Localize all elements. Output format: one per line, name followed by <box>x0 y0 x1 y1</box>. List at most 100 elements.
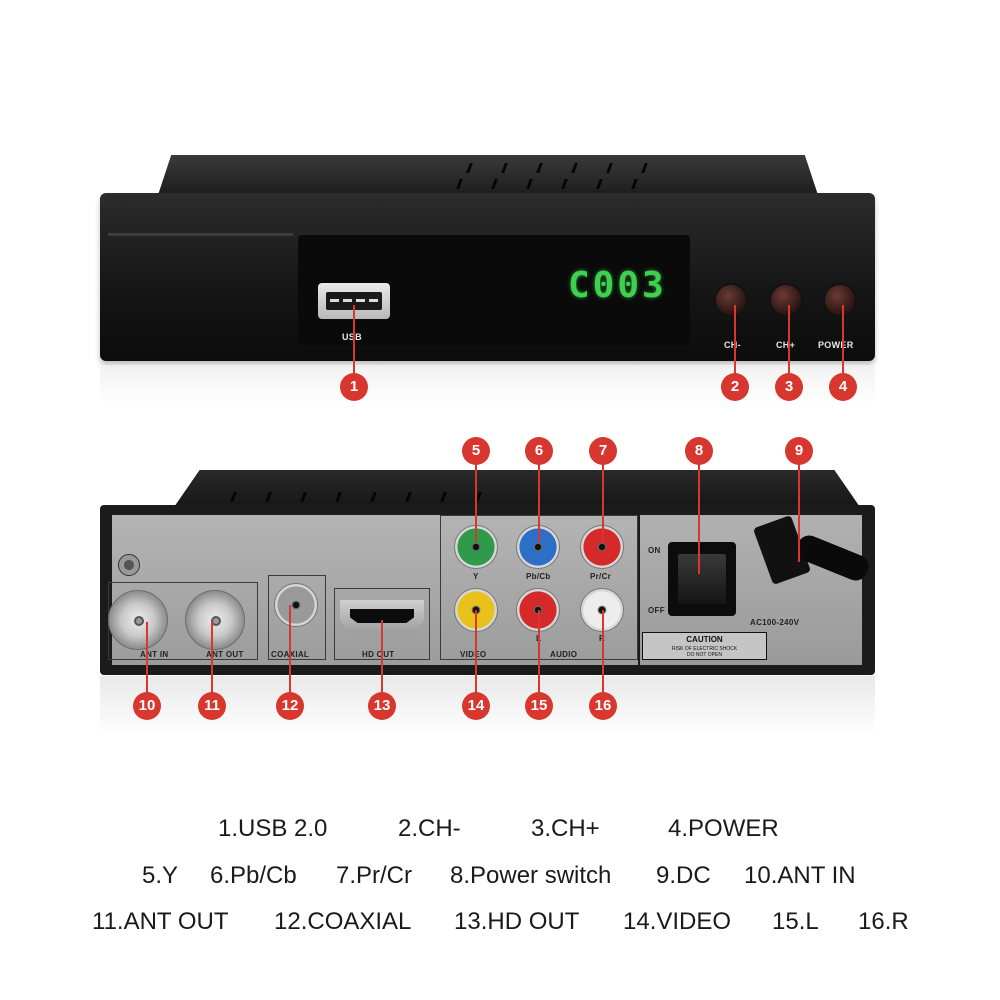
badge-7: 7 <box>589 437 617 465</box>
vent-slot <box>596 179 603 189</box>
badge-14: 14 <box>462 692 490 720</box>
vent-slot <box>456 179 463 189</box>
coaxial-connector[interactable] <box>274 583 318 627</box>
leader-line <box>842 305 844 375</box>
vent-slot <box>571 163 578 173</box>
vent-slot <box>491 179 498 189</box>
badge-6: 6 <box>525 437 553 465</box>
r-label: R <box>599 634 605 643</box>
leader-line <box>602 610 604 694</box>
legend-item: 9.DC <box>656 862 711 889</box>
legend-item: 6.Pb/Cb <box>210 862 297 889</box>
vent-slot <box>501 163 508 173</box>
usb-contact <box>330 299 339 302</box>
badge-11: 11 <box>198 692 226 720</box>
ch-plus-button[interactable] <box>769 283 803 317</box>
vent-slot <box>335 492 342 502</box>
legend-row-2: 5.Y 6.Pb/Cb 7.Pr/Cr 8.Power switch 9.DC … <box>0 862 1000 892</box>
leader-line <box>475 462 477 542</box>
vent-slot <box>536 163 543 173</box>
vent-slot <box>606 163 613 173</box>
leader-line <box>698 462 700 574</box>
ant-out-connector[interactable] <box>185 590 245 650</box>
front-top-cover <box>158 155 818 195</box>
vent-slot <box>230 492 237 502</box>
caution-line1: RISK OF ELECTRIC SHOCK <box>671 646 738 652</box>
leader-line <box>289 605 291 694</box>
front-window: USB C003 <box>298 235 690 345</box>
legend-row-1: 1.USB 2.0 2.CH- 3.CH+ 4.POWER <box>0 815 1000 845</box>
coaxial-frame <box>268 575 326 660</box>
vent-slot <box>405 492 412 502</box>
vent-slot <box>526 179 533 189</box>
ant-out-label: ANT OUT <box>206 650 244 659</box>
legend-item: 12.COAXIAL <box>274 908 412 935</box>
front-reflection <box>100 365 875 405</box>
leader-line <box>353 305 355 375</box>
badge-2: 2 <box>721 373 749 401</box>
badge-3: 3 <box>775 373 803 401</box>
leader-line <box>146 622 148 694</box>
badge-1: 1 <box>340 373 368 401</box>
leader-line <box>211 622 213 694</box>
caution-sticker: CAUTION RISK OF ELECTRIC SHOCK DO NOT OP… <box>642 632 767 660</box>
y-label: Y <box>473 572 479 581</box>
usb-contact <box>356 299 365 302</box>
vent-slot <box>265 492 272 502</box>
vent-slot <box>561 179 568 189</box>
ant-in-label: ANT IN <box>140 650 169 659</box>
usb-contact <box>343 299 352 302</box>
leader-line <box>788 305 790 375</box>
vent-slot <box>466 163 473 173</box>
caution-line2: DO NOT OPEN <box>687 652 722 658</box>
power-switch[interactable] <box>668 542 736 616</box>
ch-minus-button[interactable] <box>714 283 748 317</box>
audio-label: AUDIO <box>550 650 578 659</box>
leader-line <box>381 620 383 694</box>
badge-4: 4 <box>829 373 857 401</box>
leader-line <box>602 462 604 542</box>
leader-line <box>475 610 477 694</box>
legend-item: 3.CH+ <box>531 815 600 842</box>
legend-item: 7.Pr/Cr <box>336 862 413 889</box>
usb-port-slot <box>326 292 382 310</box>
pr-cr-label: Pr/Cr <box>590 572 612 581</box>
legend-item: 14.VIDEO <box>623 908 732 935</box>
legend-item: 4.POWER <box>668 815 779 842</box>
badge-5: 5 <box>462 437 490 465</box>
legend-item: 5.Y <box>142 862 179 889</box>
leader-line <box>734 305 736 375</box>
badge-12: 12 <box>276 692 304 720</box>
usb-label: USB <box>342 332 362 342</box>
leader-line <box>798 462 800 562</box>
badge-10: 10 <box>133 692 161 720</box>
legend-row-3: 11.ANT OUT 12.COAXIAL 13.HD OUT 14.VIDEO… <box>0 908 1000 938</box>
vent-slot <box>300 492 307 502</box>
connector-pin <box>134 616 144 626</box>
led-display: C003 <box>568 265 667 306</box>
pb-cb-label: Pb/Cb <box>526 572 551 581</box>
ant-in-connector[interactable] <box>108 590 168 650</box>
front-body: USB C003 CH- CH+ POWER <box>100 193 875 361</box>
badge-9: 9 <box>785 437 813 465</box>
power-rating-label: AC100-240V <box>750 618 800 627</box>
leader-line <box>538 462 540 542</box>
leader-line <box>538 610 540 694</box>
legend-item: 16.R <box>858 908 909 935</box>
hdmi-slot <box>350 609 414 623</box>
legend-item: 8.Power switch <box>450 862 612 889</box>
vent-slot <box>631 179 638 189</box>
front-accent-stripe <box>108 233 293 236</box>
caution-title: CAUTION <box>686 635 723 644</box>
legend-item: 13.HD OUT <box>454 908 580 935</box>
vent-slot <box>641 163 648 173</box>
screw-icon <box>118 554 140 576</box>
on-label: ON <box>648 546 661 555</box>
hd-out-label: HD OUT <box>362 650 395 659</box>
vent-slot <box>370 492 377 502</box>
ch-minus-label: CH- <box>724 340 741 350</box>
rear-top-cover <box>172 470 862 510</box>
vent-slot <box>440 492 447 502</box>
power-button[interactable] <box>823 283 857 317</box>
badge-15: 15 <box>525 692 553 720</box>
